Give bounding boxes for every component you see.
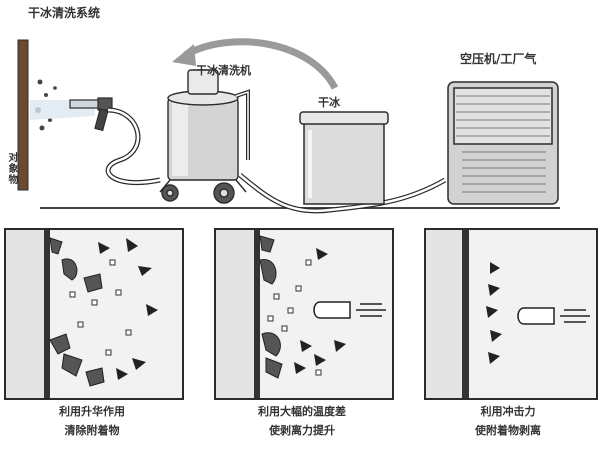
caption-1-line2: 清除附着物 (64, 424, 120, 437)
dry-ice-label: 干冰 (318, 96, 340, 109)
panel-impact (424, 228, 598, 400)
ice-pellets (69, 259, 132, 356)
pellet-projectile (313, 301, 386, 319)
pellet-projectile-3 (517, 307, 590, 325)
compressor (447, 81, 559, 205)
caption-2: 利用大幅的温度差 使剥离力提升 (212, 402, 392, 440)
hose-gun (105, 107, 161, 186)
caption-2-line1: 利用大幅的温度差 (258, 405, 346, 418)
caption-1: 利用升华作用 清除附着物 (2, 402, 182, 440)
spray-gun (69, 97, 113, 132)
washer-label: 干冰清洗机 (196, 64, 251, 77)
debris-chunks (49, 237, 105, 387)
target-label: 对象物 (6, 152, 17, 185)
caption-2-line2: 使剥离力提升 (269, 424, 335, 437)
washer-machine (159, 69, 250, 204)
caption-3: 利用冲击力 使附着物剥离 (418, 402, 598, 440)
compressor-label: 空压机/工厂气 (460, 52, 537, 66)
feed-arrow (183, 38, 339, 90)
panel-sublimation (4, 228, 184, 400)
caption-3-line2: 使附着物剥离 (475, 424, 541, 437)
target-wall (17, 39, 29, 191)
caption-3-line1: 利用冲击力 (480, 405, 536, 418)
dry-ice-box (299, 111, 389, 205)
caption-1-line1: 利用升华作用 (59, 405, 125, 418)
ice-shards (98, 238, 158, 380)
feed-arrow-head (172, 44, 196, 66)
panel-temperature (214, 228, 394, 400)
system-title: 干冰清洗系统 (28, 6, 101, 20)
